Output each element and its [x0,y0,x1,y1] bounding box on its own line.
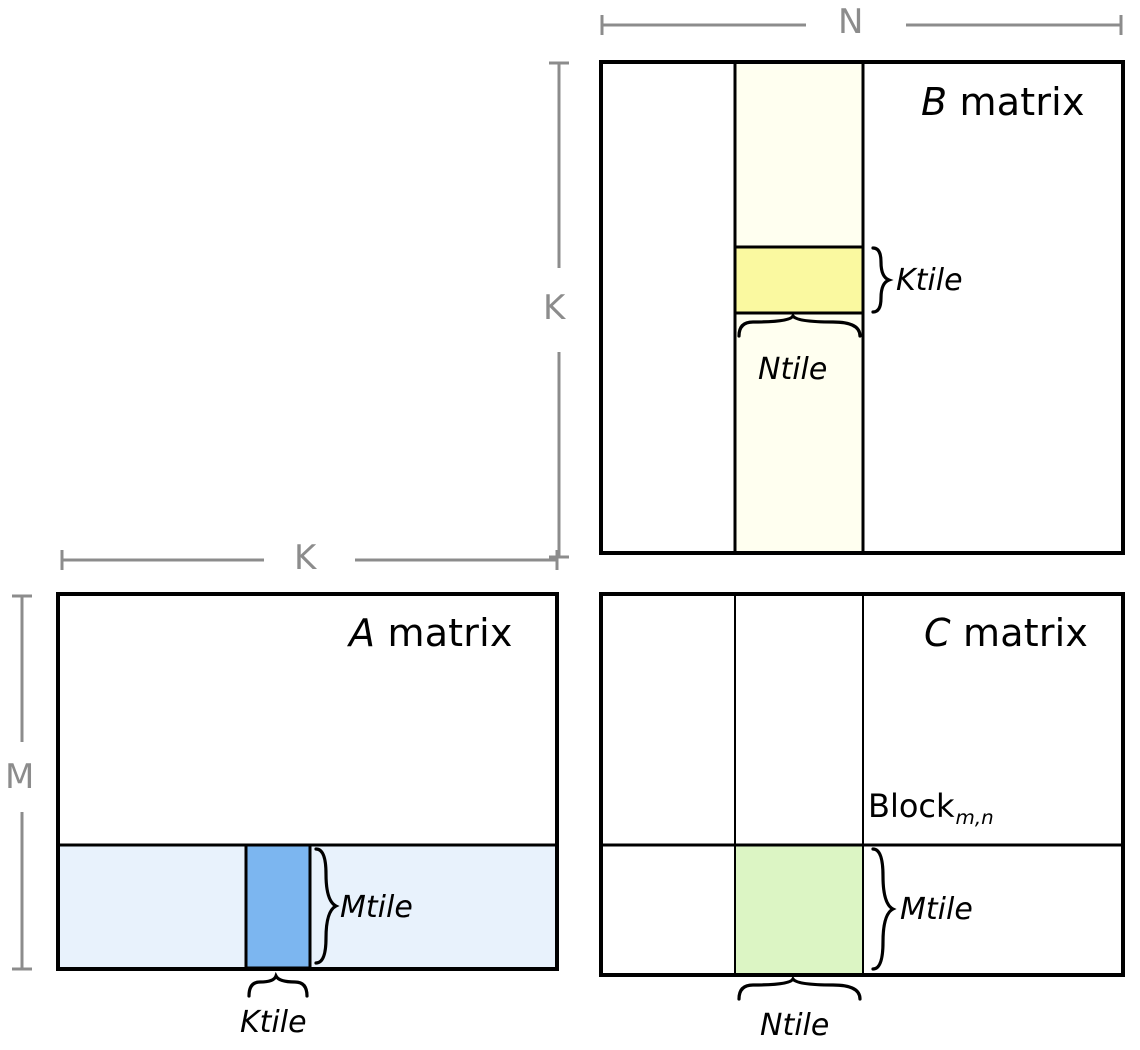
b-ntile-brace [737,312,862,338]
b-ktile-label: Ktile [896,263,963,298]
b-matrix-outline [599,60,1125,555]
c-matrix-outline [599,592,1125,977]
dimension-label-m: M [5,757,35,797]
b-matrix-ktile-ntile-tile [733,245,865,315]
b-ktile-brace [871,246,894,314]
dimension-m-vertical [12,594,32,971]
c-matrix-title-word: matrix [950,611,1089,655]
a-ktile-brace [247,971,309,998]
c-matrix-block-label-subscript: m,n [955,805,994,829]
a-matrix-title-word: matrix [375,611,513,655]
c-matrix-block-label-text: Block [868,787,955,825]
dimension-n [600,15,1123,35]
a-ktile-label: Ktile [240,1005,307,1040]
dimension-label-k-vertical: K [543,288,566,328]
c-matrix-title: C matrix [924,611,1088,655]
a-mtile-label: Mtile [340,890,413,925]
a-matrix [56,592,559,971]
a-matrix-outline [56,592,559,971]
c-mtile-brace [871,847,897,971]
a-matrix-title-symbol: A [349,611,376,655]
c-ntile-label: Ntile [760,1008,830,1043]
c-mtile-label: Mtile [900,892,973,927]
dimension-k-vertical [549,61,569,559]
b-matrix-title: B matrix [921,80,1085,124]
b-matrix-title-word: matrix [947,80,1085,124]
b-matrix [599,60,1125,555]
c-matrix-title-symbol: C [924,611,951,655]
a-matrix-title: A matrix [349,611,513,655]
dimension-label-n: N [838,2,864,42]
b-ntile-label: Ntile [758,352,828,387]
a-matrix-ktile-mtile-tile [244,843,312,970]
a-mtile-brace [314,847,340,965]
dimension-label-k-horizontal: K [294,538,317,578]
c-matrix [599,592,1125,977]
b-matrix-title-symbol: B [921,80,948,124]
c-ntile-brace [737,975,862,1001]
dimension-k-horizontal [60,550,559,570]
c-matrix-block-tile [735,845,863,975]
c-matrix-block-label: Blockm,n [868,787,994,829]
